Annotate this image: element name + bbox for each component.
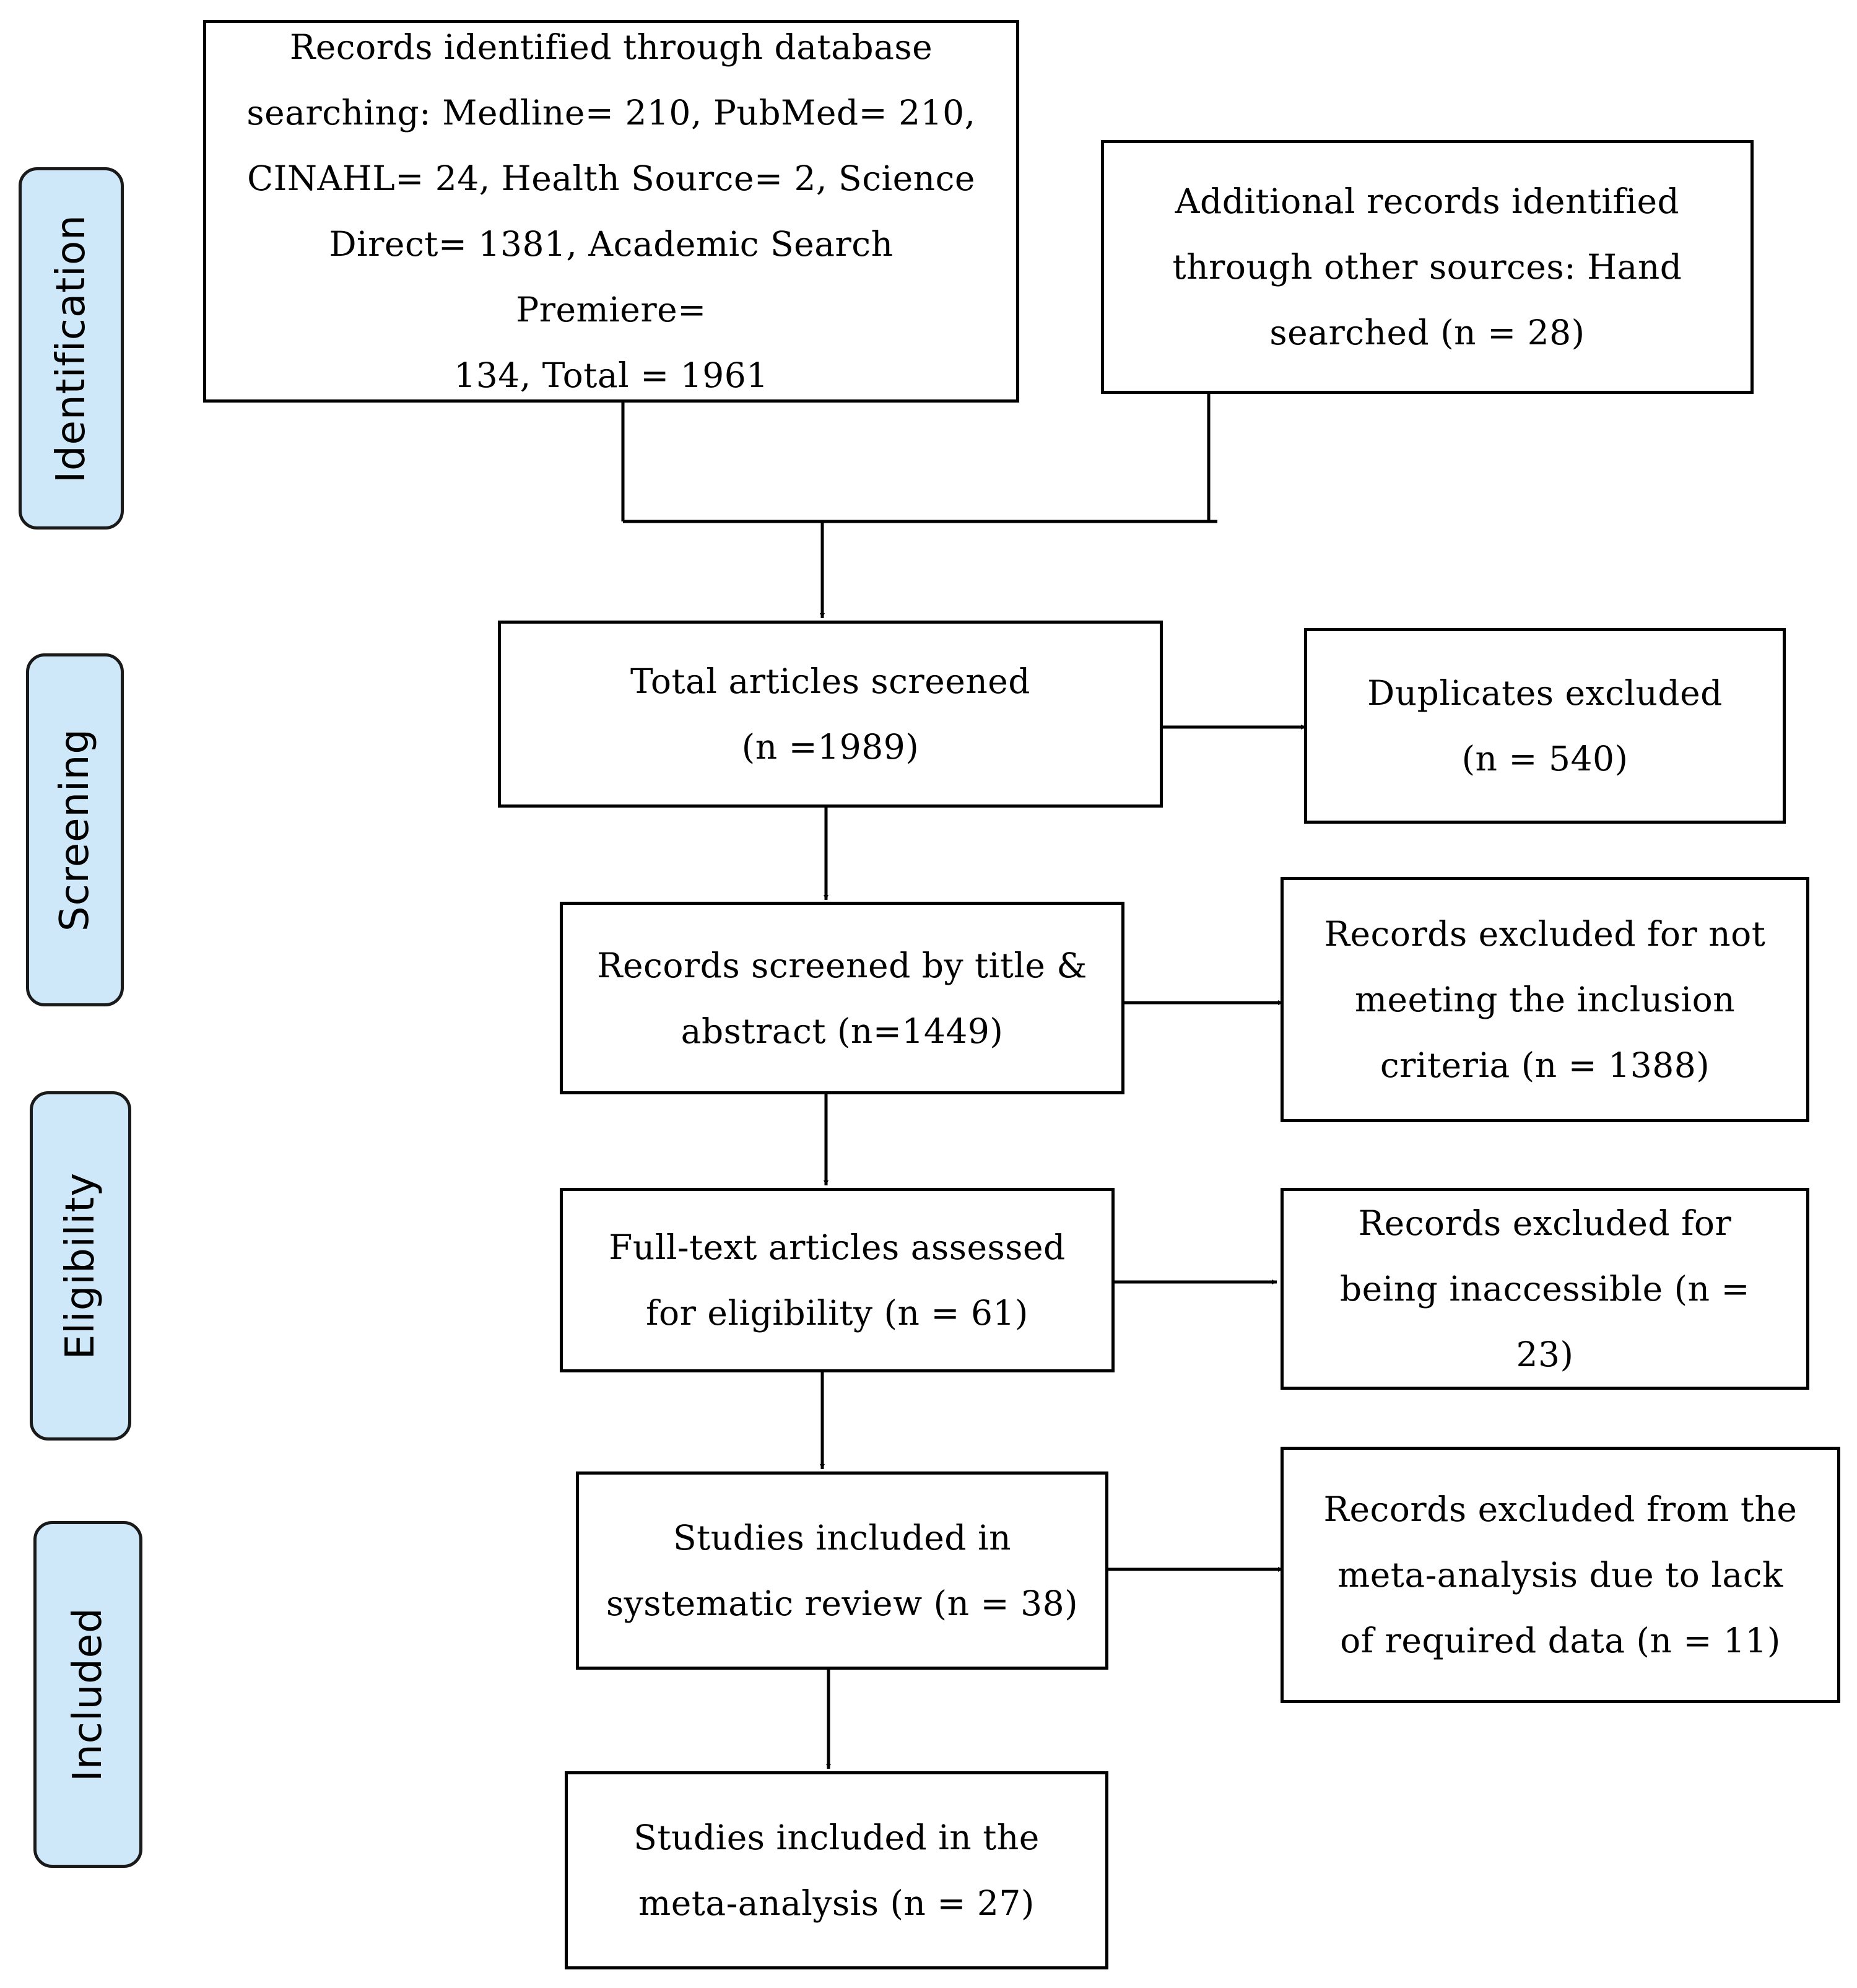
box-title-abstract-screened: Records screened by title & abstract (n=… bbox=[560, 902, 1124, 1094]
box-excluded-inaccessible: Records excluded for being inaccessible … bbox=[1281, 1188, 1809, 1390]
excluded-meta-analysis-text: Records excluded from the meta-analysis … bbox=[1323, 1489, 1798, 1660]
stage-included-label: Included bbox=[65, 1607, 111, 1782]
stage-eligibility: Eligibility bbox=[30, 1091, 131, 1441]
box-systematic-review: Studies included in systematic review (n… bbox=[576, 1471, 1108, 1670]
box-excluded-inclusion-criteria: Records excluded for not meeting the inc… bbox=[1281, 877, 1809, 1122]
duplicates-excluded-text: Duplicates excluded (n = 540) bbox=[1367, 673, 1723, 778]
fulltext-assessed-text: Full-text articles assessed for eligibil… bbox=[609, 1227, 1066, 1333]
box-duplicates-excluded: Duplicates excluded (n = 540) bbox=[1304, 628, 1786, 824]
systematic-review-text: Studies included in systematic review (n… bbox=[606, 1518, 1079, 1623]
stage-screening-label: Screening bbox=[52, 728, 98, 931]
stage-screening: Screening bbox=[26, 653, 124, 1006]
meta-analysis-text: Studies included in the meta-analysis (n… bbox=[633, 1818, 1040, 1923]
database-records-text: Records identified through database sear… bbox=[246, 27, 976, 395]
additional-records-text: Additional records identified through ot… bbox=[1172, 181, 1682, 352]
total-screened-text: Total articles screened (n =1989) bbox=[630, 661, 1030, 767]
excluded-inaccessible-text: Records excluded for being inaccessible … bbox=[1339, 1203, 1750, 1374]
box-additional-records: Additional records identified through ot… bbox=[1101, 140, 1754, 394]
stage-eligibility-label: Eligibility bbox=[58, 1172, 103, 1360]
box-meta-analysis: Studies included in the meta-analysis (n… bbox=[565, 1771, 1108, 1969]
stage-identification: Identification bbox=[19, 167, 124, 530]
box-total-screened: Total articles screened (n =1989) bbox=[498, 621, 1163, 808]
excluded-inclusion-criteria-text: Records excluded for not meeting the inc… bbox=[1324, 914, 1766, 1085]
box-database-records: Records identified through database sear… bbox=[203, 20, 1019, 403]
title-abstract-screened-text: Records screened by title & abstract (n=… bbox=[597, 945, 1087, 1051]
box-fulltext-assessed: Full-text articles assessed for eligibil… bbox=[560, 1188, 1115, 1372]
stage-included: Included bbox=[33, 1521, 142, 1868]
box-excluded-meta-analysis: Records excluded from the meta-analysis … bbox=[1281, 1447, 1840, 1703]
stage-identification-label: Identification bbox=[48, 214, 94, 483]
